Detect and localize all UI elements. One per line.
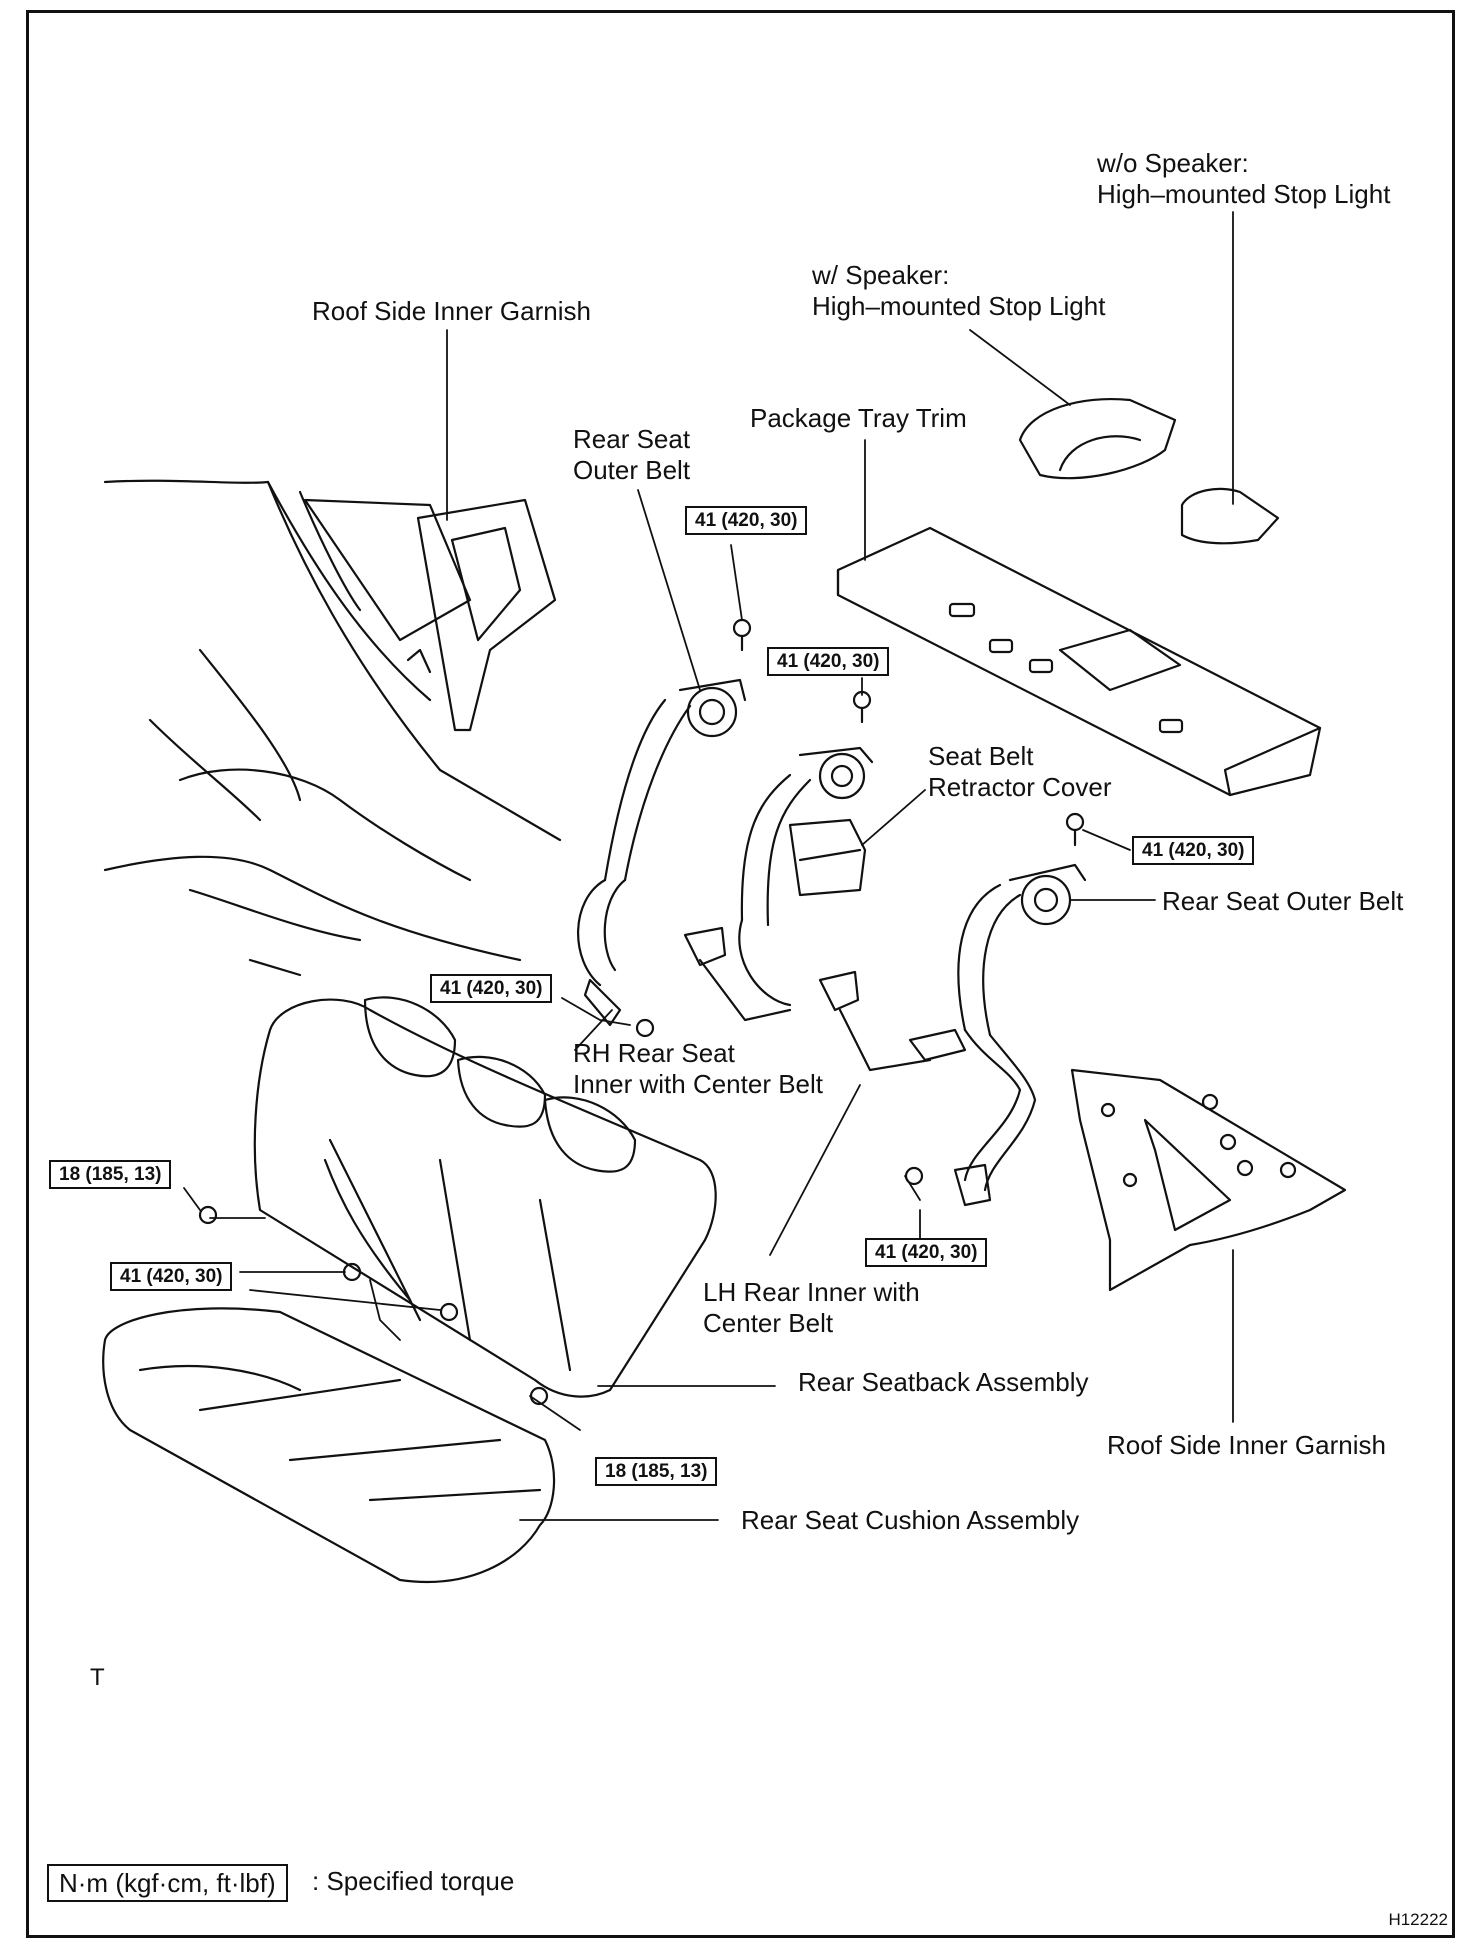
rear-seat-cushion-assembly-label: Rear Seat Cushion Assembly — [741, 1505, 1080, 1535]
rh-outer-belt-part — [577, 678, 747, 1027]
vehicle-body-outline — [103, 479, 562, 977]
lh-outer-belt-part — [953, 863, 1087, 1207]
figure-code: H12222 — [1388, 1910, 1448, 1929]
torque-spec-box: 41 (420, 30) — [767, 647, 890, 676]
rear-seatback-assembly-label: Rear Seatback Assembly — [798, 1367, 1089, 1397]
torque-spec-box: 41 (420, 30) — [865, 1238, 988, 1267]
torque-spec-box: 41 (420, 30) — [685, 506, 808, 535]
rear-seat-outer-belt-left-label: Rear Seat Outer Belt — [573, 424, 691, 485]
lh-rear-inner-belt-label: LH Rear Inner with Center Belt — [703, 1277, 920, 1338]
torque-spec-box: 41 (420, 30) — [430, 974, 553, 1003]
roof-side-garnish-bottom-part — [1070, 1068, 1347, 1292]
seat-belt-retractor-cover-label: Seat Belt Retractor Cover — [928, 741, 1112, 802]
rear-seatback-part — [253, 996, 717, 1398]
rear-seat-outer-belt-right-label: Rear Seat Outer Belt — [1162, 886, 1404, 916]
torque-spec-box: 41 (420, 30) — [1132, 836, 1255, 865]
torque-spec-box: 18 (185, 13) — [595, 1457, 718, 1486]
stop-light-with-speaker-part — [1018, 398, 1177, 480]
bolt-fasteners — [198, 618, 1085, 1406]
w-speaker-stop-light-label: w/ Speaker: High–mounted Stop Light — [812, 260, 1106, 321]
corner-mark: T — [90, 1664, 105, 1691]
torque-unit-legend-box: N·m (kgf·cm, ft·lbf) — [47, 1864, 288, 1902]
torque-spec-box: 18 (185, 13) — [49, 1160, 172, 1189]
center-belt-part — [683, 746, 967, 1072]
rear-seat-cushion-part — [102, 1307, 556, 1584]
package-tray-trim-label: Package Tray Trim — [750, 403, 967, 433]
roof-side-inner-garnish-top-label: Roof Side Inner Garnish — [312, 296, 591, 326]
roof-side-inner-garnish-bottom-label: Roof Side Inner Garnish — [1107, 1430, 1386, 1460]
rh-rear-seat-inner-belt-label: RH Rear Seat Inner with Center Belt — [573, 1038, 824, 1099]
wo-speaker-stop-light-label: w/o Speaker: High–mounted Stop Light — [1097, 148, 1391, 209]
torque-spec-box: 41 (420, 30) — [110, 1262, 233, 1291]
roof-side-garnish-top-part — [406, 498, 557, 732]
stop-light-without-speaker-part — [1180, 487, 1280, 545]
package-tray-trim-part — [836, 526, 1322, 797]
torque-legend-description: : Specified torque — [312, 1866, 515, 1896]
retractor-cover-part — [788, 818, 867, 897]
leader-lines — [183, 211, 1234, 1521]
diagram-frame — [26, 10, 1455, 1938]
